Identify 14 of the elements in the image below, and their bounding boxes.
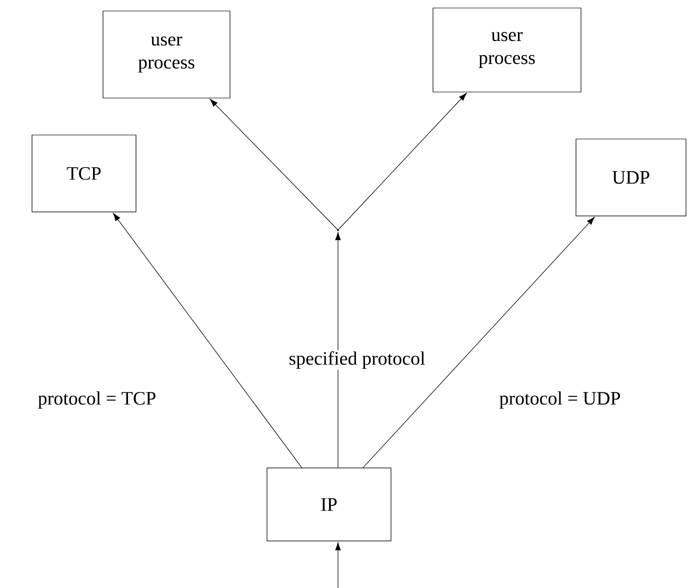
process-box: UDP	[576, 138, 686, 216]
edge-label: specified protocol	[288, 350, 426, 370]
edge-label: protocol = UDP	[498, 390, 622, 410]
arrow	[210, 98, 338, 230]
process-box: user process	[432, 8, 582, 92]
edge-label: protocol = TCP	[36, 390, 158, 410]
arrow	[335, 232, 341, 468]
arrow	[113, 213, 302, 468]
process-box: user process	[102, 10, 230, 98]
process-box: TCP	[32, 134, 136, 212]
arrow	[338, 93, 467, 230]
arrow	[362, 217, 595, 468]
process-box: IP	[266, 468, 392, 542]
arrow	[335, 542, 341, 588]
